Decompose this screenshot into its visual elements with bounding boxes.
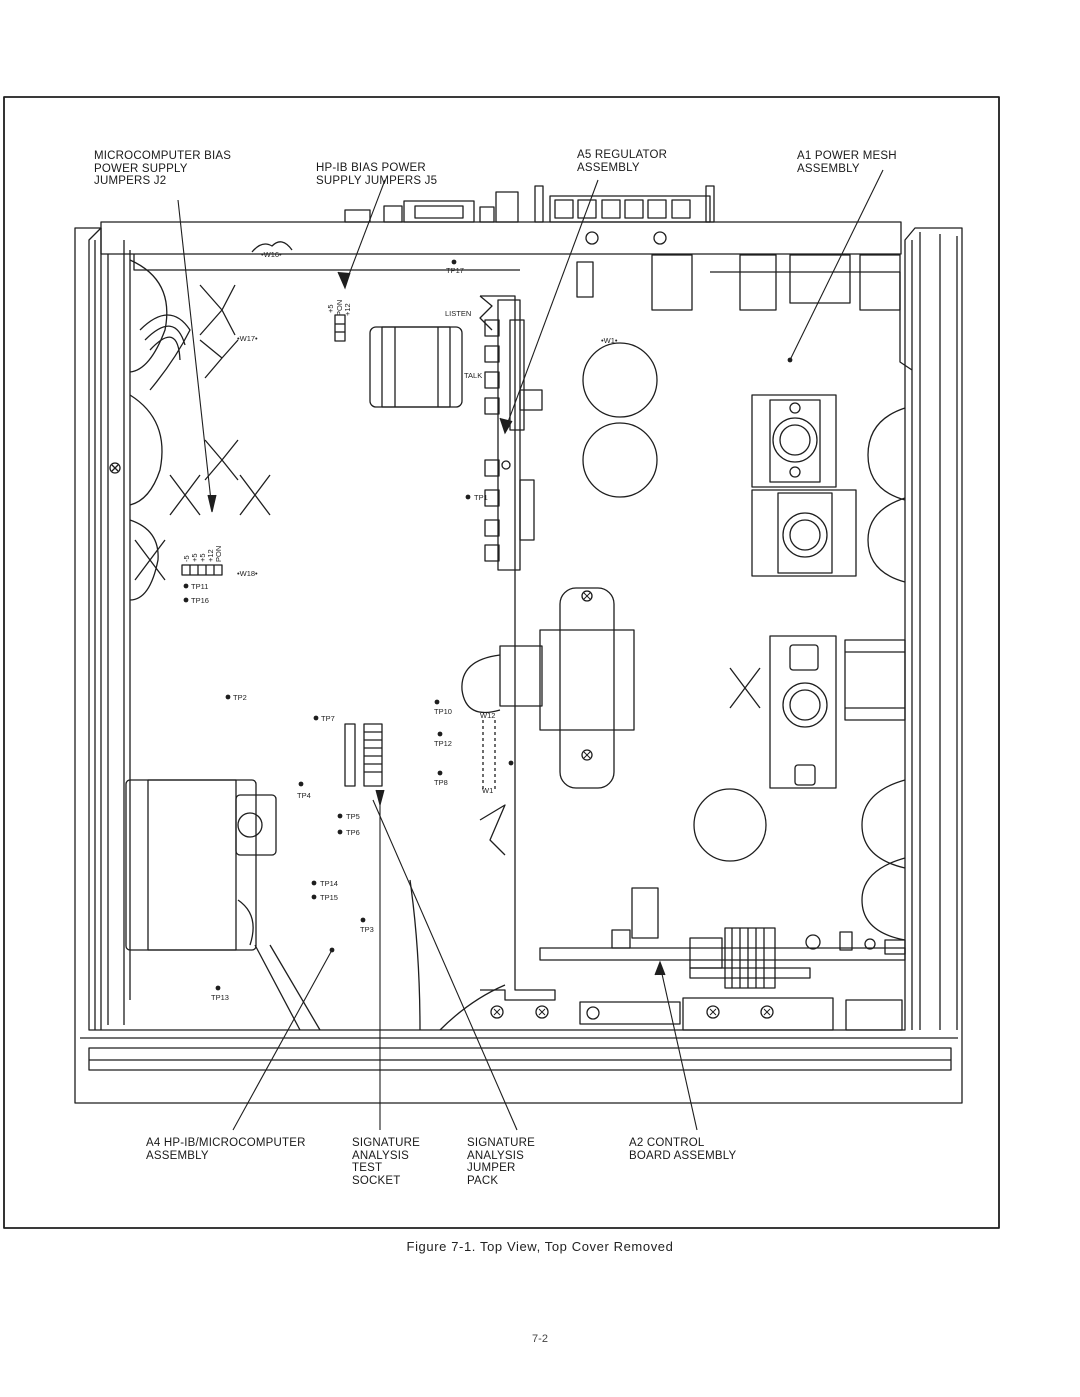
transformer-top <box>369 326 463 408</box>
w12-label: W12 <box>480 711 495 720</box>
tp7-label: TP7 <box>321 714 335 723</box>
j2-plus12-label: +12 <box>206 549 215 562</box>
front-panel-lip <box>88 1047 952 1071</box>
probe-dots <box>183 259 793 991</box>
tp16-label: TP16 <box>191 596 209 605</box>
callout-a5-regulator: A5 REGULATOR ASSEMBLY <box>577 149 668 174</box>
callout-hpib-bias-power: HP-IB BIAS POWER SUPPLY JUMPERS J5 <box>316 162 438 187</box>
callout-a1-power-mesh: A1 POWER MESH ASSEMBLY <box>797 150 897 175</box>
tp6-label: TP6 <box>346 828 360 837</box>
chassis-outline <box>74 227 963 1104</box>
j5-pon-label: PON <box>335 300 344 316</box>
tp2-label: TP2 <box>233 693 247 702</box>
a4-board-edge <box>480 295 556 1001</box>
j5-plus12-label: +12 <box>343 303 352 316</box>
talk-label: TALK <box>464 371 482 380</box>
tp8-label: TP8 <box>434 778 448 787</box>
tp3-label: TP3 <box>360 925 374 934</box>
tp10-label: TP10 <box>434 707 452 716</box>
tp5-label: TP5 <box>346 812 360 821</box>
tp1-label: TP1 <box>474 493 488 502</box>
listen-label: LISTEN <box>445 309 471 318</box>
callout-a2-control-board: A2 CONTROL BOARD ASSEMBLY <box>629 1137 737 1162</box>
j5-plus5-label: +5 <box>326 304 335 313</box>
leader-lines <box>177 169 884 1131</box>
figure-caption: Figure 7-1. Top View, Top Cover Removed <box>406 1239 674 1254</box>
a2-control-board <box>539 947 906 961</box>
callout-microcomputer-bias: MICROCOMPUTER BIAS POWER SUPPLY JUMPERS … <box>94 150 232 187</box>
tp12-label: TP12 <box>434 739 452 748</box>
tp15-label: TP15 <box>320 893 338 902</box>
j2-m5-label: -5 <box>182 555 191 562</box>
w17-label: •W17• <box>237 334 258 343</box>
tp4-label: TP4 <box>297 791 311 800</box>
page-number: 7-2 <box>532 1333 548 1345</box>
w1-label: •W1• <box>601 336 618 345</box>
j2-plus5-label: +5 <box>190 553 199 562</box>
w18-label: •W18• <box>237 569 258 578</box>
callout-a4-assembly: A4 HP-IB/MICROCOMPUTER ASSEMBLY <box>146 1137 306 1162</box>
rear-panel <box>100 221 902 255</box>
w1-pack-label: W1 <box>482 786 493 795</box>
w16-label: •W16• <box>261 250 282 259</box>
signature-jumper-pack <box>363 723 383 787</box>
tp13-label: TP13 <box>211 993 229 1002</box>
j2-plus5b-label: +5 <box>198 553 207 562</box>
figure-border <box>3 96 1000 1229</box>
callout-signature-test-socket: SIGNATURE ANALYSIS TEST SOCKET <box>352 1137 421 1187</box>
tp11-label: TP11 <box>191 582 208 591</box>
callout-signature-jumper-pack: SIGNATURE ANALYSIS JUMPER PACK <box>467 1137 536 1187</box>
j2-pon-label: PON <box>214 546 223 562</box>
tp14-label: TP14 <box>320 879 338 888</box>
signature-socket <box>344 723 356 787</box>
tp17-label: TP17 <box>446 266 464 275</box>
transformer-center <box>559 587 615 789</box>
